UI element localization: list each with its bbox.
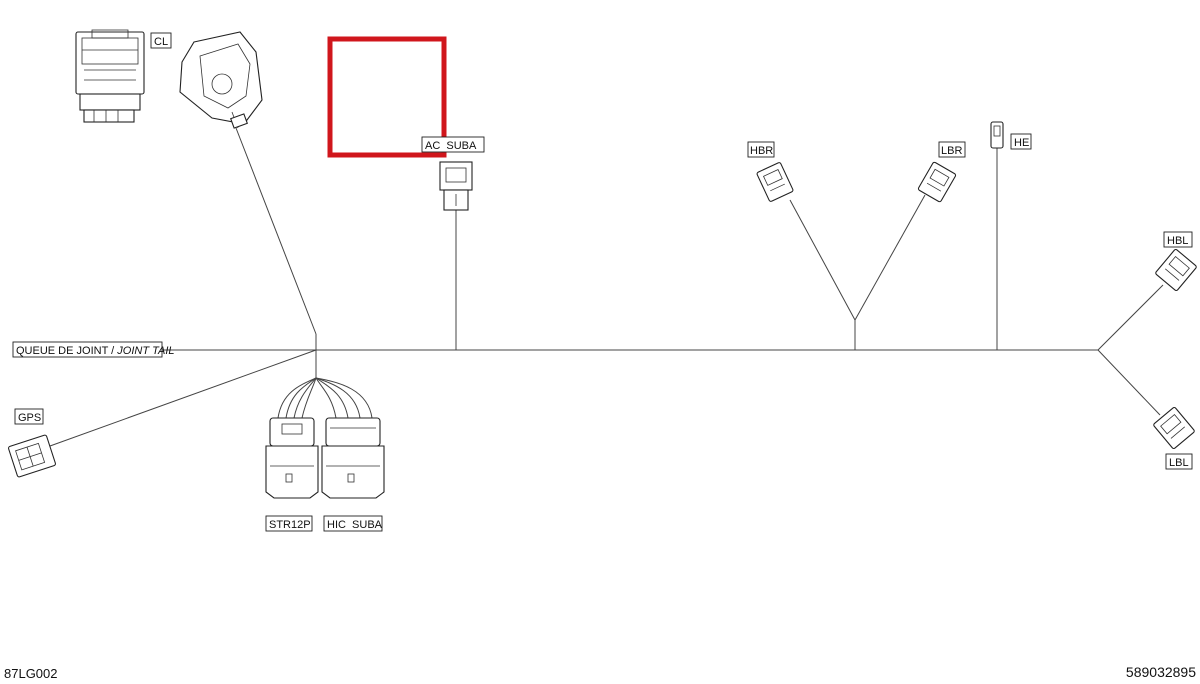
lbr-connector: [917, 161, 957, 203]
label-str12p: STR12P: [265, 515, 313, 532]
label-hbl-text: HBL: [1167, 235, 1188, 247]
label-cl: CL: [150, 32, 172, 49]
highlight-box: [327, 36, 447, 158]
label-gps: GPS: [14, 408, 44, 425]
label-lbr-text: LBR: [941, 145, 962, 157]
cl-connector-angled: [179, 31, 263, 129]
label-lbl-text: LBL: [1169, 457, 1189, 469]
label-he-text: HE: [1014, 137, 1029, 149]
label-hbl: HBL: [1163, 231, 1193, 248]
label-hic-suba-text: HIC SUBA: [327, 519, 383, 531]
ac-suba-connector: [439, 161, 473, 211]
he-connector: [990, 121, 1004, 149]
label-hbr-text: HBR: [750, 145, 773, 157]
hic-suba-connector: [321, 417, 385, 499]
label-joint-tail-text: QUEUE DE JOINT / JOINT TAIL: [16, 345, 175, 357]
hbr-connector: [756, 162, 794, 202]
cl-connector: [75, 29, 145, 123]
label-lbl: LBL: [1165, 453, 1193, 470]
label-cl-text: CL: [154, 36, 168, 48]
label-str12p-text: STR12P: [269, 519, 311, 531]
label-joint-tail-fr: QUEUE DE JOINT /: [16, 345, 117, 357]
label-ac-suba: AC SUBA: [421, 136, 485, 153]
label-joint-tail: QUEUE DE JOINT / JOINT TAIL: [12, 341, 175, 358]
gps-connector: [8, 434, 56, 478]
str12p-connector: [265, 417, 319, 499]
label-hbr: HBR: [747, 141, 775, 158]
harness-wires: [49, 127, 1164, 447]
hbl-connector: [1155, 249, 1197, 291]
label-hic-suba: HIC SUBA: [323, 515, 383, 532]
part-number: 589032895: [1125, 664, 1196, 680]
label-ac-suba-text: AC SUBA: [425, 140, 477, 152]
label-he: HE: [1010, 133, 1032, 150]
label-gps-text: GPS: [18, 412, 41, 424]
diagram-code: 87LG002: [4, 666, 58, 681]
label-joint-tail-en: JOINT TAIL: [116, 345, 174, 357]
lbl-connector: [1153, 407, 1195, 449]
label-lbr: LBR: [938, 141, 966, 158]
